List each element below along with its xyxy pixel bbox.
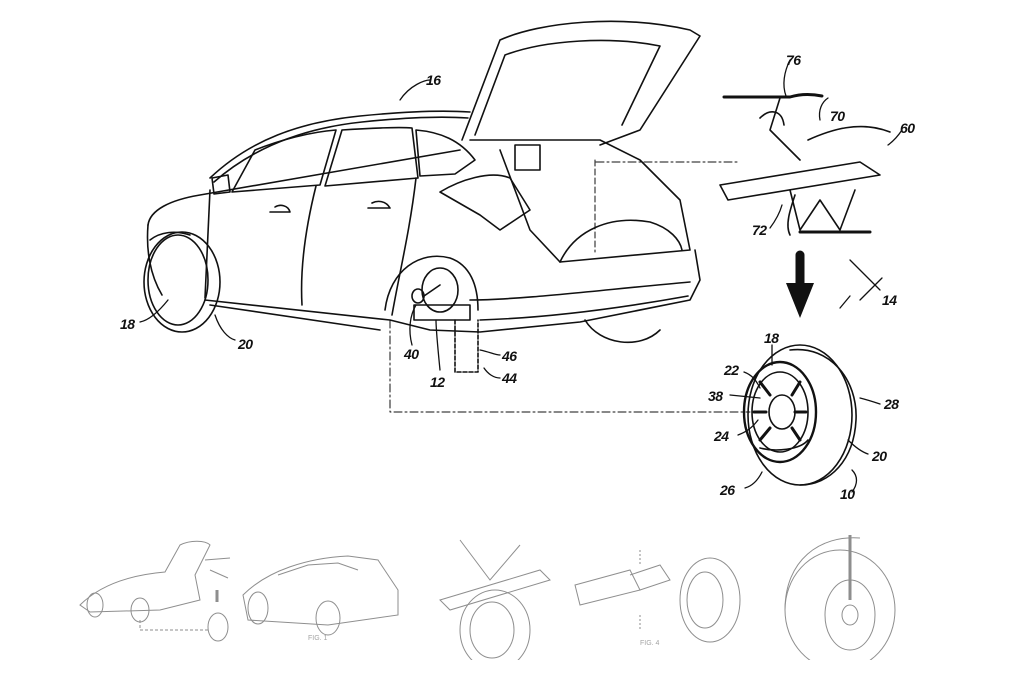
thumbnail-exploded-axle[interactable]: FIG. 4 [570,530,750,660]
label-stand: 44 [502,370,517,386]
thumbnail-overview[interactable] [70,530,235,660]
label-unicycle-assembly: 60 [900,120,915,136]
label-rear-hub-axle: 12 [430,374,445,390]
unicycle-drawing [719,59,903,236]
thumbnail-caption: FIG. 1 [308,635,328,642]
label-wheel-face: 26 [720,482,735,498]
thumbnail-caption: FIG. 4 [640,640,660,647]
label-stand-leg: 46 [502,348,517,364]
vehicle-drawing [139,20,751,413]
patent-drawing [139,20,903,493]
label-tire-side: 28 [884,396,899,412]
label-front-tire: 20 [238,336,253,352]
label-hub-center: 38 [708,388,723,404]
wheel-drawing [729,259,883,493]
main-patent-figure: 16 18 20 40 12 46 44 76 70 60 72 14 18 2… [120,20,915,502]
label-wheel-rim: 22 [724,362,739,378]
label-wheel-hub: 18 [764,330,779,346]
label-system: 14 [882,292,897,308]
front-wheel-hub [147,234,209,326]
thumbnail-unicycle-wheel[interactable] [420,530,570,660]
label-tire: 20 [872,448,887,464]
label-vehicle: 16 [426,72,441,88]
thumbnail-fender-wheel[interactable] [760,530,940,660]
label-seat: 70 [830,108,845,124]
down-arrow-head [786,283,814,318]
label-spokes: 24 [714,428,729,444]
thumbnail-strip: FIG. 1 FIG. 4 [60,530,950,660]
label-axle-flange: 40 [404,346,419,362]
label-frame: 72 [752,222,767,238]
label-wheel-assembly: 10 [840,486,855,502]
thumbnail-car-side[interactable]: FIG. 1 [238,530,403,660]
label-front-wheel-hub: 18 [120,316,135,332]
label-handlebar: 76 [786,52,801,68]
